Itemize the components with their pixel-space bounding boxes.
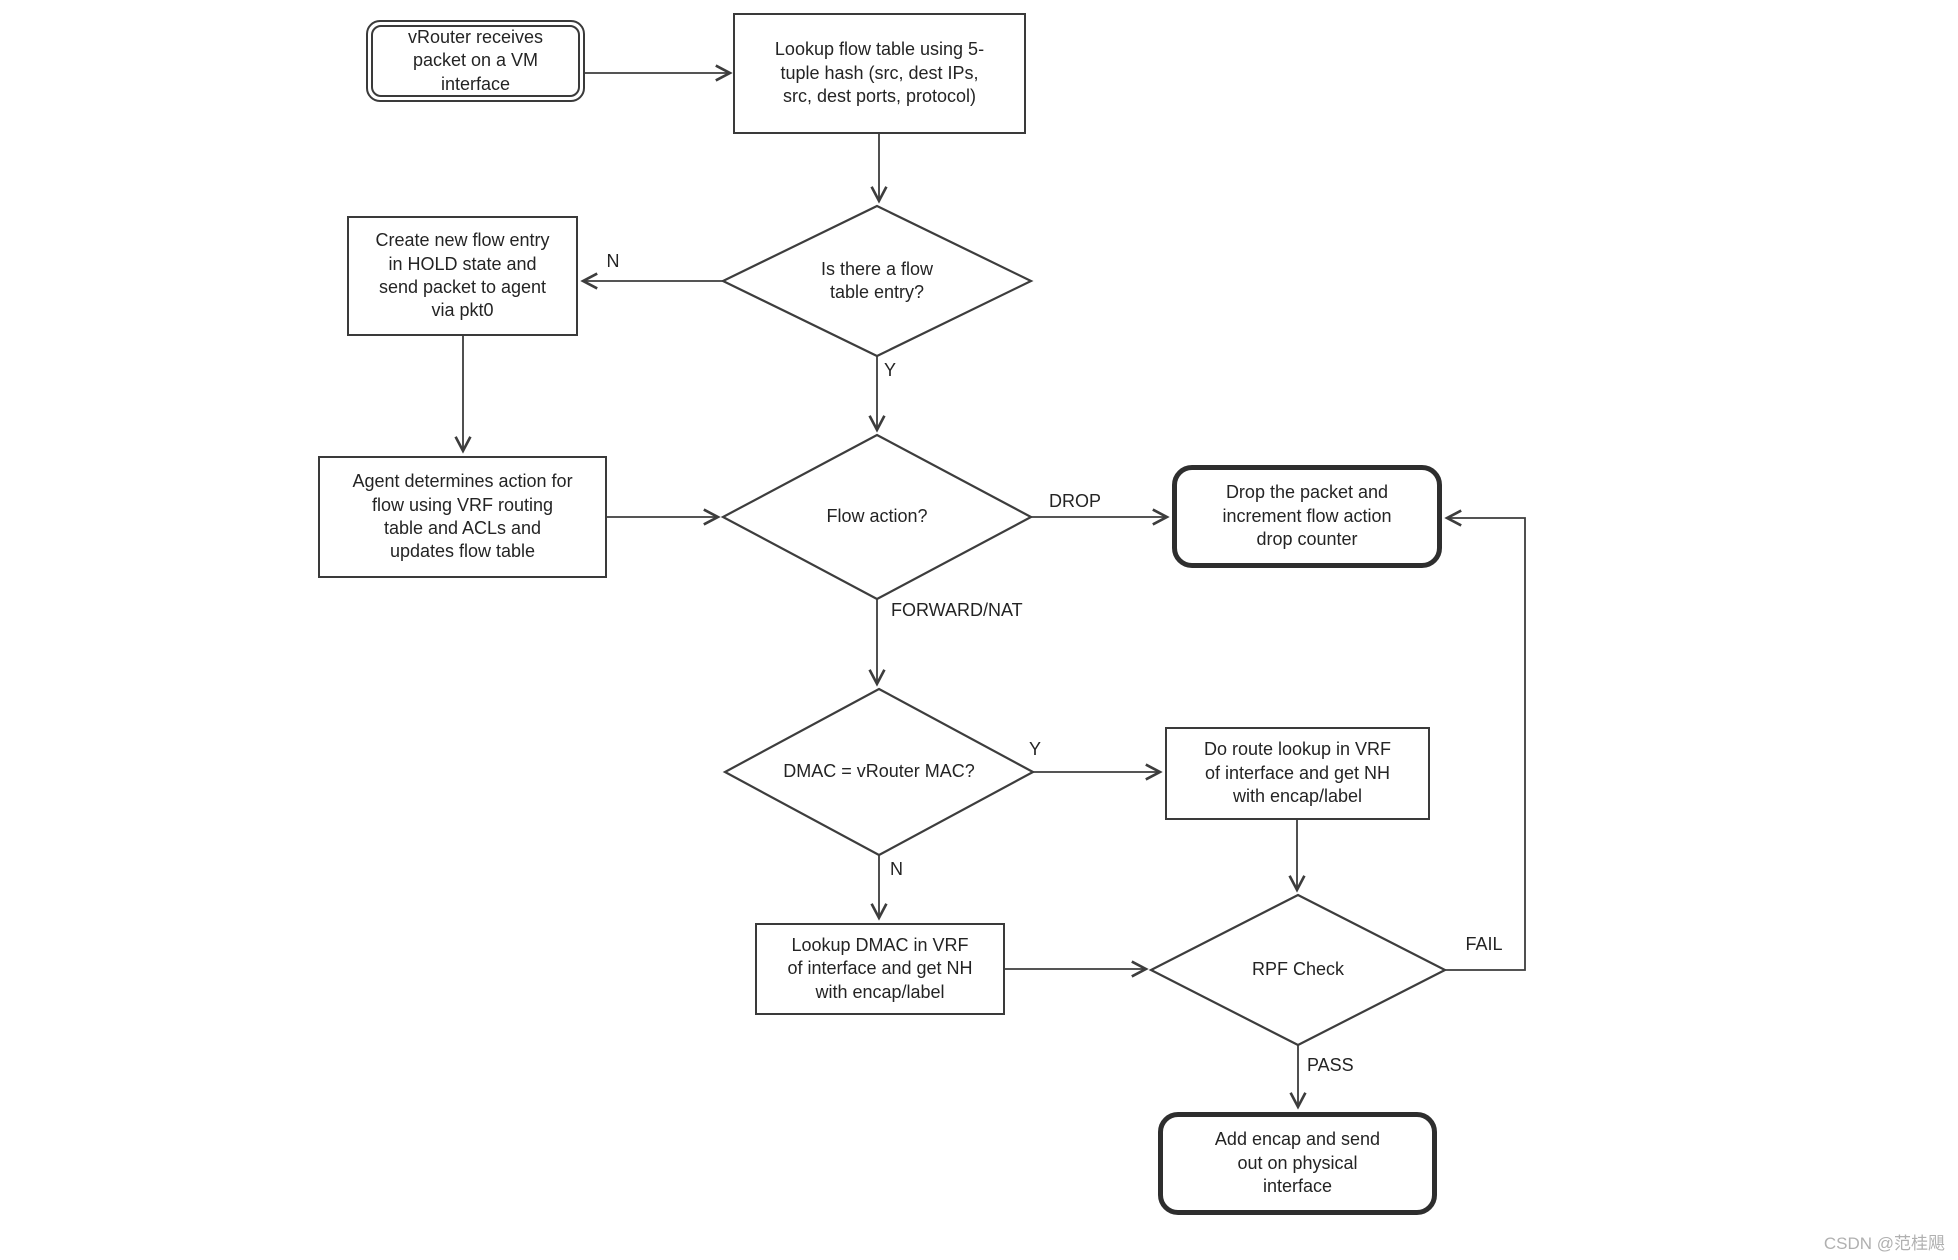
flow-entry-decision: Is there a flow table entry?: [767, 221, 987, 341]
rpf-decision-label: RPF Check: [1251, 959, 1345, 980]
start-node-label: vRouter receives packet on a VM interfac…: [407, 26, 544, 94]
edge-label-forward-nat: FORWARD/NAT: [891, 600, 1023, 620]
flow-action-decision-label: Flow action?: [826, 506, 928, 527]
edge-label-pass: PASS: [1307, 1055, 1354, 1075]
dmac-decision-label: DMAC = vRouter MAC?: [783, 761, 975, 782]
edge-label-yes-entry: Y: [884, 360, 897, 380]
add-encap-label: Add encap and send out on physical inter…: [1214, 1129, 1381, 1197]
route-lookup-box: Do route lookup in VRF of interface and …: [1165, 727, 1430, 820]
lookup-flow-table-label: Lookup flow table using 5-tuple hash (sr…: [774, 39, 985, 107]
create-flow-entry-label: Create new flow entry in HOLD state and …: [375, 230, 550, 321]
rpf-decision: RPF Check: [1198, 910, 1398, 1030]
create-flow-entry-box: Create new flow entry in HOLD state and …: [347, 216, 578, 336]
route-lookup-label: Do route lookup in VRF of interface and …: [1203, 739, 1392, 807]
edge-label-dmac-yes: Y: [1029, 739, 1042, 759]
start-node-inner: vRouter receives packet on a VM interfac…: [371, 25, 580, 97]
flow-entry-decision-label: Is there a flow table entry?: [820, 258, 934, 302]
lookup-flow-table-box: Lookup flow table using 5-tuple hash (sr…: [733, 13, 1026, 134]
edge-rpf-fail-loop: [1445, 518, 1526, 971]
flow-action-decision: Flow action?: [767, 457, 987, 577]
add-encap-box: Add encap and send out on physical inter…: [1158, 1112, 1437, 1215]
edge-label-dmac-no: N: [890, 859, 903, 879]
drop-packet-box: Drop the packet and increment flow actio…: [1172, 465, 1442, 568]
agent-determines-action-box: Agent determines action for flow using V…: [318, 456, 607, 578]
lookup-dmac-box: Lookup DMAC in VRF of interface and get …: [755, 923, 1005, 1015]
start-node: vRouter receives packet on a VM interfac…: [366, 20, 585, 102]
csdn-watermark: CSDN @范桂飓: [1823, 1234, 1945, 1253]
drop-packet-label: Drop the packet and increment flow actio…: [1222, 482, 1392, 550]
agent-determines-action-label: Agent determines action for flow using V…: [352, 471, 573, 562]
edge-label-drop: DROP: [1048, 491, 1101, 511]
edge-label-fail: FAIL: [1465, 934, 1503, 954]
edge-label-no-entry: N: [606, 251, 620, 271]
lookup-dmac-label: Lookup DMAC in VRF of interface and get …: [787, 934, 973, 1002]
dmac-decision: DMAC = vRouter MAC?: [749, 712, 1009, 832]
